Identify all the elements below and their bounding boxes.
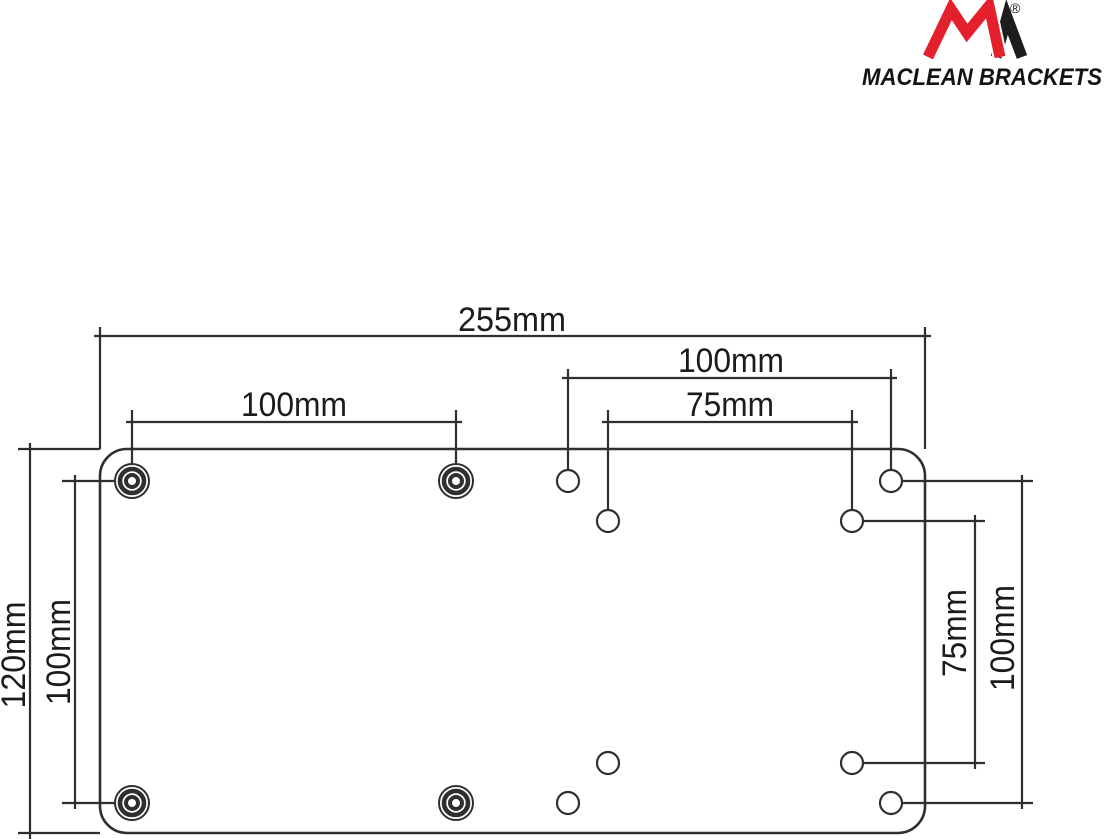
brand-wordmark: MACLEAN BRACKETS [862, 64, 1102, 91]
dim-label-left-100-width: 100mm [241, 386, 347, 424]
dim-right-75-width: 75mm [602, 386, 858, 509]
grommet-hole-bottom-left [114, 785, 150, 821]
dim-label-right-75-width: 75mm [686, 386, 774, 424]
grommet-mid-ring [117, 466, 147, 496]
dim-label-left-100-height: 100mm [40, 599, 78, 705]
vesa-100-holes [555, 468, 904, 816]
hole-100-top-right [878, 468, 904, 494]
hole-75-bottom-left [595, 750, 621, 776]
dim-right-100-height: 100mm [902, 475, 1033, 809]
dim-label-right-75-height: 75mm [936, 589, 974, 677]
grommet-inner-ring [448, 795, 464, 811]
dim-plate-height: 120mm [0, 443, 100, 839]
dim-label-plate-width: 255mm [458, 301, 566, 339]
registered-trademark-icon: ® [1010, 0, 1021, 16]
dim-right-75-height: 75mm [863, 515, 985, 769]
grommet-inner-ring [448, 473, 464, 489]
plate-outline [98, 447, 927, 835]
vesa-75-holes [595, 508, 865, 776]
grommet-mid-ring [117, 788, 147, 818]
grommet-hole-top-right [438, 463, 474, 499]
grommet-hole-bottom-right [438, 785, 474, 821]
dim-label-right-100-width: 100mm [678, 342, 784, 380]
hole-75-bottom-right [839, 750, 865, 776]
grommet-inner-ring [124, 795, 140, 811]
brand-logo: ® MACLEAN BRACKETS [862, 0, 1102, 91]
grommet-mid-ring [441, 466, 471, 496]
grommet-outer-ring [438, 463, 474, 499]
dim-label-plate-height: 120mm [0, 602, 33, 709]
logo-red-zigzag [923, 0, 1006, 60]
hole-75-top-left [595, 508, 621, 534]
dim-right-100-width: 100mm [562, 342, 897, 469]
hole-75-top-right [839, 508, 865, 534]
brand-mark-icon: ® [921, 0, 1028, 61]
grommet-mid-ring [441, 788, 471, 818]
dim-left-100-height: 100mm [40, 475, 115, 809]
dim-plate-width: 255mm [94, 301, 931, 449]
dim-label-right-100-height: 100mm [984, 585, 1022, 691]
grommet-outer-ring [438, 785, 474, 821]
hole-100-bottom-left [555, 790, 581, 816]
dim-left-100-width: 100mm [126, 386, 462, 463]
grommet-inner-ring [124, 473, 140, 489]
hole-100-bottom-right [878, 790, 904, 816]
hole-100-top-left [555, 468, 581, 494]
grommet-hole-top-left [114, 463, 150, 499]
